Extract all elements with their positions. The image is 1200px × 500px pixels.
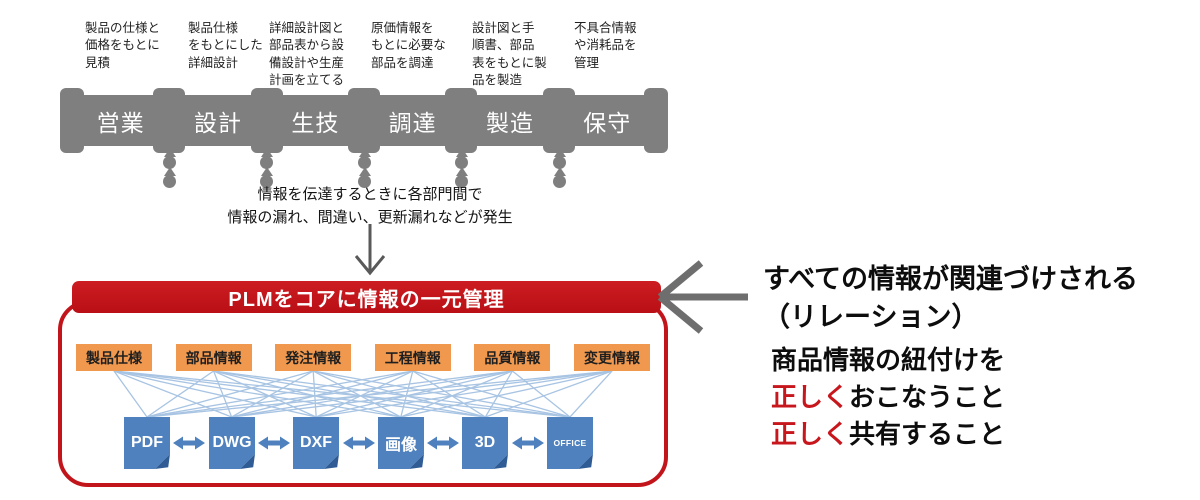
plm-title-banner: PLMをコアに情報の一元管理 bbox=[72, 281, 661, 313]
stage-note-sales: 製品の仕様と 価格をもとに 見積 bbox=[85, 21, 161, 70]
file-label: DXF bbox=[293, 417, 339, 469]
pipeline-stage-procurement: 調達 bbox=[364, 95, 461, 146]
binding-line-2-rest: おこなうこと bbox=[849, 382, 1006, 412]
down-arrow-icon bbox=[354, 224, 386, 276]
stage-note-design: 製品仕様 をもとにした 詳細設計 bbox=[188, 21, 263, 70]
info-box-order-info: 発注情報 bbox=[275, 344, 352, 371]
problem-statement: 情報を伝達するときに各部門間で 情報の漏れ、間違い、更新漏れなどが発生 bbox=[150, 184, 590, 229]
plm-container: 製品仕様 部品情報 発注情報 工程情報 品質情報 変更情報 PDF DWG DX… bbox=[58, 300, 668, 487]
info-box-quality-info: 品質情報 bbox=[474, 344, 551, 371]
binding-line-2: 正しくおこなうこと bbox=[771, 379, 1005, 416]
leak-drop-icon bbox=[455, 156, 468, 169]
leak-drop-icon bbox=[358, 156, 371, 169]
problem-line-2: 情報の漏れ、間違い、更新漏れなどが発生 bbox=[227, 208, 513, 226]
leak-drop-icon bbox=[163, 175, 176, 188]
file-label: 画像 bbox=[378, 417, 424, 469]
sync-arrow-icon bbox=[427, 436, 459, 450]
file-label: OFFICE bbox=[547, 417, 593, 469]
sync-arrow-icon bbox=[173, 436, 205, 450]
file-label: PDF bbox=[124, 417, 170, 469]
file-icon-3d: 3D bbox=[462, 417, 508, 469]
info-box-parts-info: 部品情報 bbox=[175, 344, 252, 371]
leak-drop-icon bbox=[455, 175, 468, 188]
leak-drop-icon bbox=[553, 175, 566, 188]
binding-annotation: 商品情報の紐付けを 正しくおこなうこと 正しく共有すること bbox=[771, 342, 1005, 453]
stage-label: 調達 bbox=[388, 109, 437, 136]
sync-arrow-icon bbox=[512, 436, 544, 450]
info-box-process-info: 工程情報 bbox=[374, 344, 451, 371]
pipe-joint bbox=[250, 88, 283, 153]
pipe-endcap-right bbox=[644, 88, 668, 153]
stage-label: 営業 bbox=[96, 109, 145, 136]
pipe-endcap-left bbox=[60, 88, 84, 153]
pipeline-stage-sales: 営業 bbox=[72, 95, 169, 146]
info-box-change-info: 変更情報 bbox=[573, 344, 650, 371]
stage-label: 生技 bbox=[291, 109, 340, 136]
stage-label: 設計 bbox=[193, 109, 242, 136]
pipeline-stage-manufacturing: 製造 bbox=[461, 95, 558, 146]
file-icon-office: OFFICE bbox=[547, 417, 593, 469]
pipeline-stage-engineering: 生技 bbox=[267, 95, 364, 146]
leak-drop-icon bbox=[358, 175, 371, 188]
binding-line-3: 正しく共有すること bbox=[771, 416, 1005, 453]
info-box-product-spec: 製品仕様 bbox=[76, 344, 152, 371]
pipe-joint bbox=[445, 88, 478, 153]
problem-line-1: 情報を伝達するときに各部門間で bbox=[257, 186, 483, 203]
stage-label: 保守 bbox=[583, 109, 632, 136]
file-icon-dxf: DXF bbox=[293, 417, 339, 469]
relation-line-2: （リレーション） bbox=[763, 302, 979, 332]
file-label: DWG bbox=[209, 417, 255, 469]
file-label: 3D bbox=[462, 417, 508, 469]
binding-line-3-rest: 共有すること bbox=[849, 419, 1006, 449]
pipe-joint bbox=[348, 88, 380, 153]
leak-drop-icon bbox=[260, 175, 273, 188]
stage-note-maintenance: 不具合情報 や消耗品を 管理 bbox=[574, 21, 637, 70]
pipe-joint bbox=[542, 88, 575, 153]
relation-mesh-lines bbox=[113, 371, 613, 417]
emphasis-correctly: 正しく bbox=[771, 419, 850, 449]
leak-drop-icon bbox=[553, 156, 566, 169]
sync-arrow-icon bbox=[343, 436, 375, 450]
left-arrow-icon bbox=[657, 260, 748, 334]
pipeline-stage-design: 設計 bbox=[169, 95, 266, 146]
relation-line-1: すべての情報が関連づけされる bbox=[763, 264, 1139, 294]
binding-line-1: 商品情報の紐付けを bbox=[771, 345, 1006, 375]
emphasis-correctly: 正しく bbox=[771, 382, 850, 412]
leak-drop-icon bbox=[260, 156, 273, 169]
leak-drop-icon bbox=[163, 156, 176, 169]
sync-arrow-icon bbox=[258, 436, 290, 450]
stage-note-engineering: 詳細設計図と 部品表から設 備設計や生産 計画を立てる bbox=[269, 21, 345, 87]
info-box-row: 製品仕様 部品情報 発注情報 工程情報 品質情報 変更情報 bbox=[76, 344, 650, 371]
file-icon-dwg: DWG bbox=[209, 417, 255, 469]
pipe-joint bbox=[153, 88, 186, 153]
relation-annotation: すべての情報が関連づけされる （リレーション） bbox=[763, 260, 1138, 336]
file-icon-pdf: PDF bbox=[124, 417, 170, 469]
stage-label: 製造 bbox=[485, 109, 534, 136]
department-pipeline: 営業 設計 生技 調達 製造 保守 bbox=[60, 88, 668, 153]
pipeline-stage-maintenance: 保守 bbox=[559, 95, 656, 146]
stage-note-procurement: 原価情報を もとに必要な 部品を調達 bbox=[371, 21, 446, 70]
stage-note-manufacturing: 設計図と手 順書、部品 表をもとに製 品を製造 bbox=[472, 21, 547, 87]
file-icon-image: 画像 bbox=[378, 417, 424, 469]
